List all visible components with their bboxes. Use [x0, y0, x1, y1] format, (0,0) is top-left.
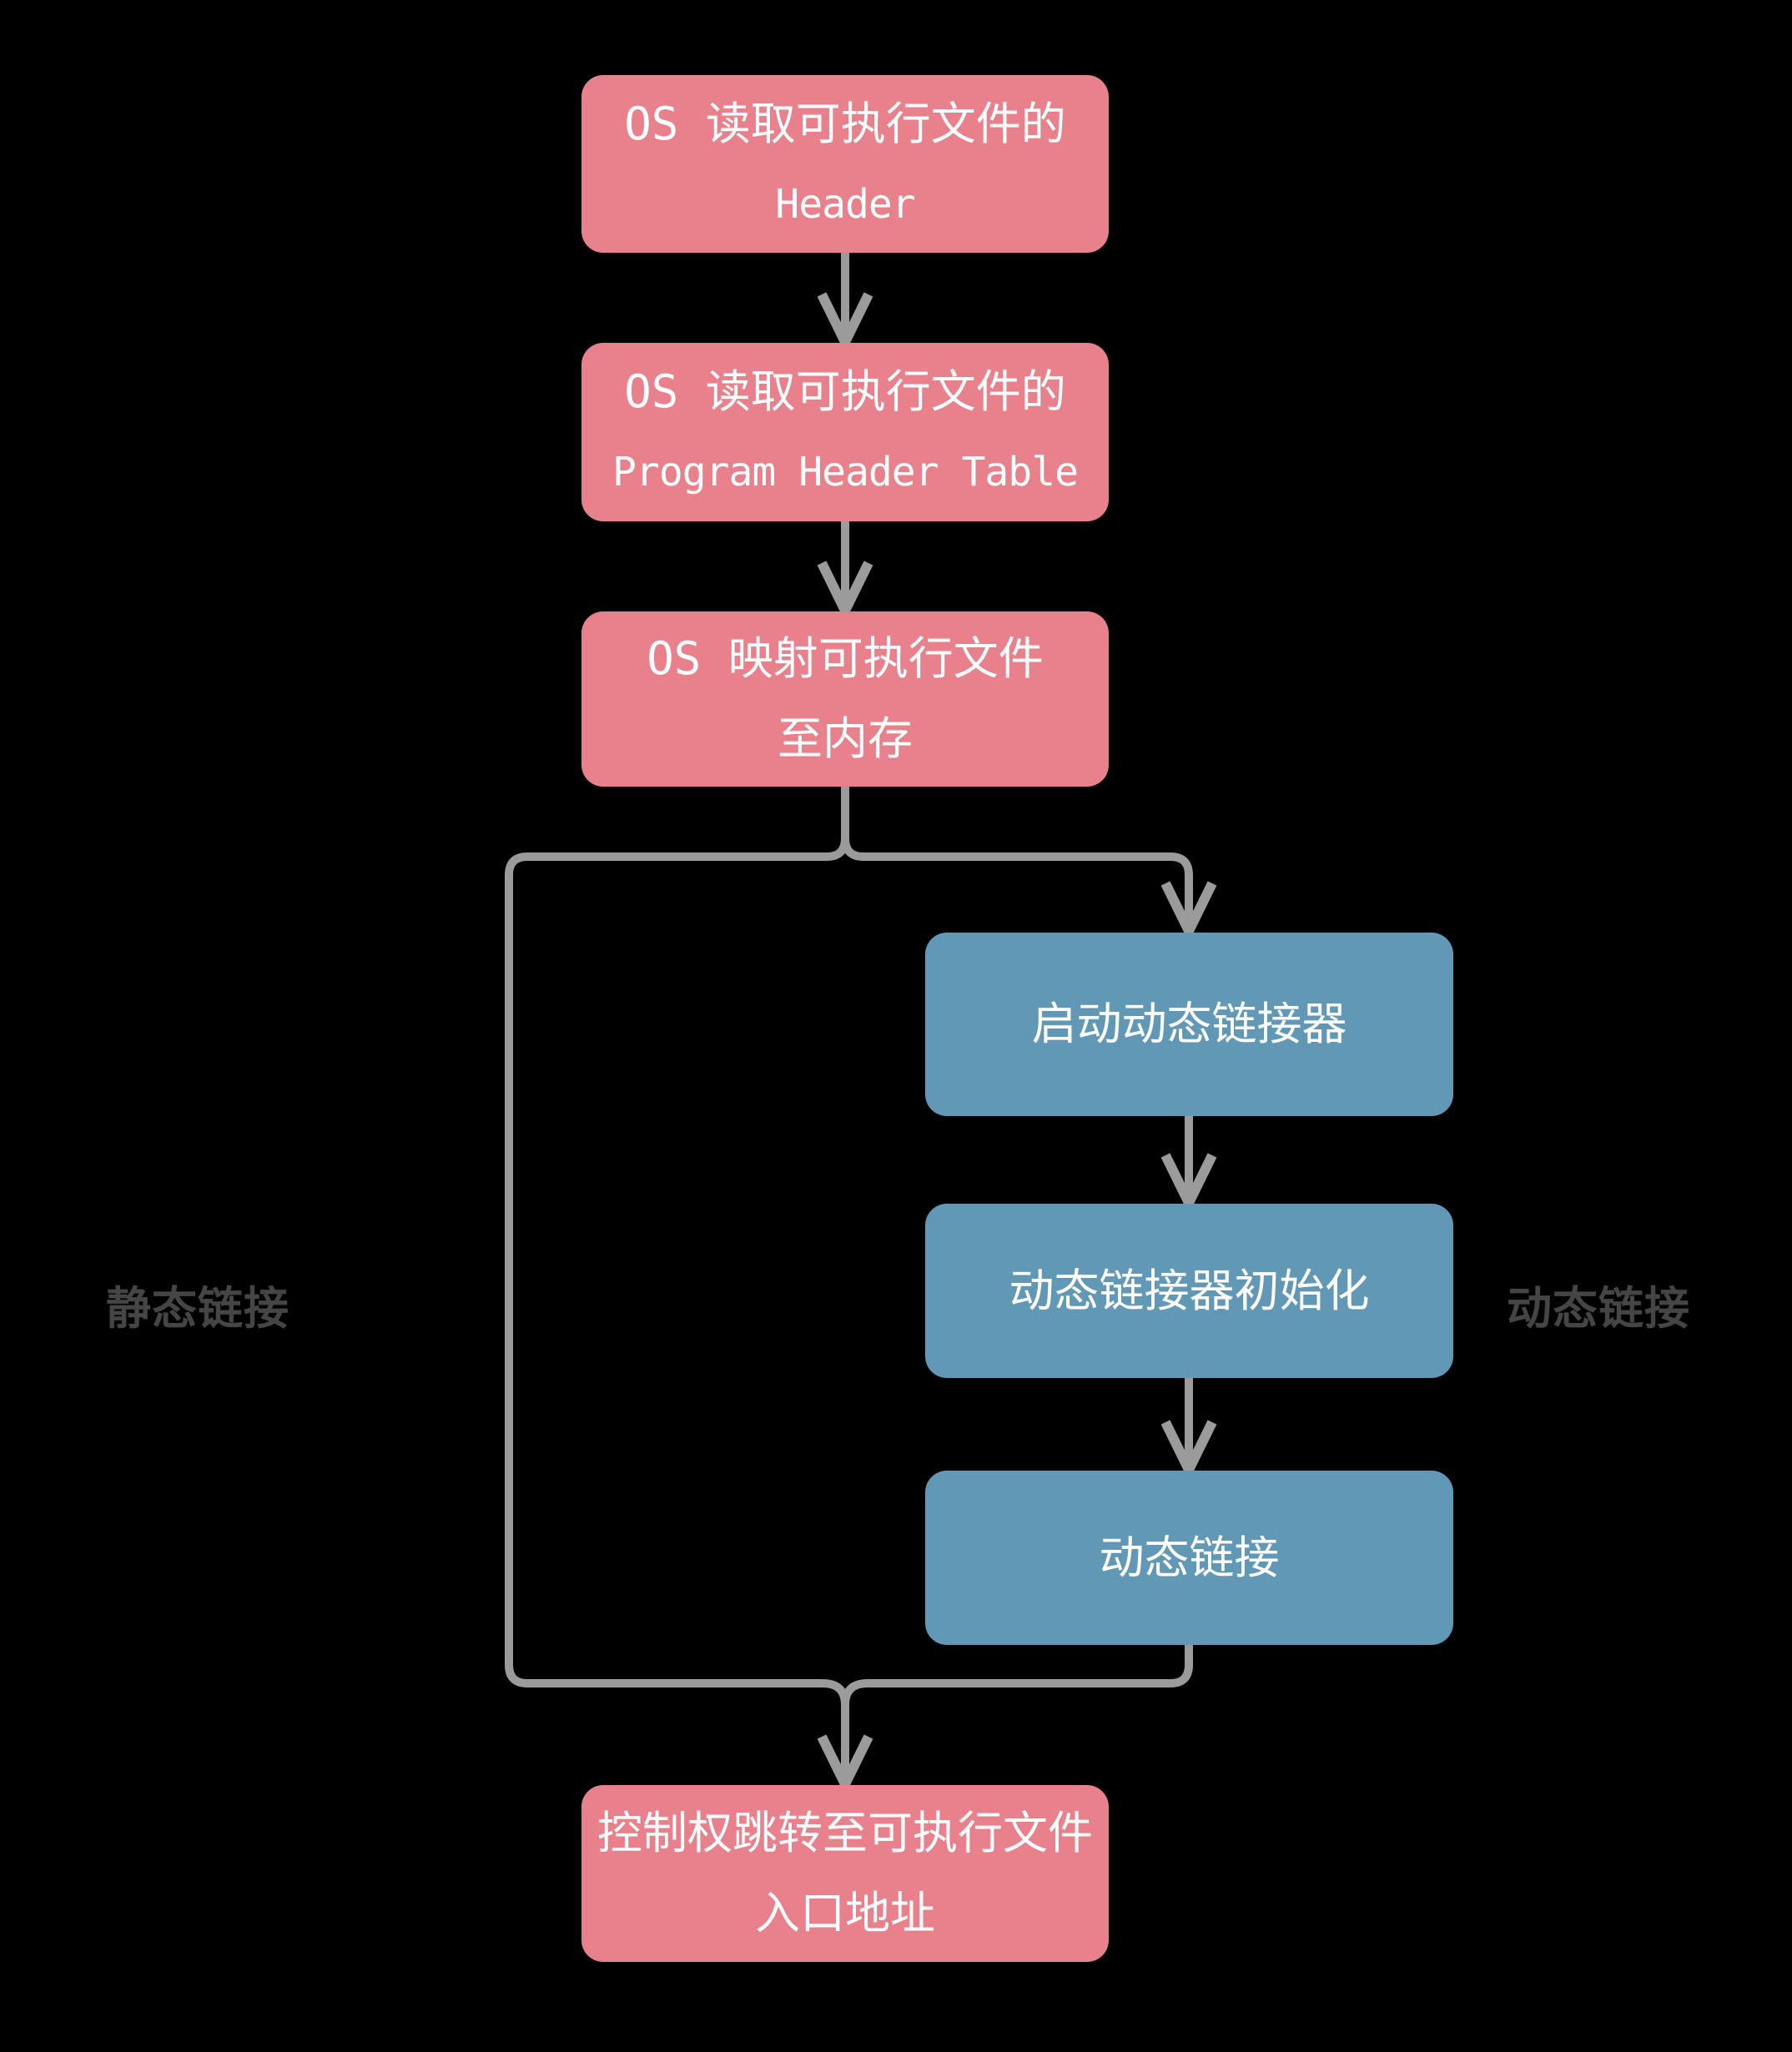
node-read-header-line2: Header	[775, 180, 915, 228]
node-read-pht-line2: Program Header Table	[612, 449, 1079, 495]
node-dynamic-linking: 动态链接	[925, 1471, 1453, 1645]
node-start-dynamic-linker-label: 启动动态链接器	[1031, 998, 1347, 1050]
dynamic-branch-merge	[841, 1645, 1193, 1785]
node-jump-to-entry: 控制权跳转至可执行文件 入口地址	[581, 1785, 1109, 1962]
node-read-pht-line1: OS 读取可执行文件的	[624, 365, 1066, 418]
arrowhead-into-start-linker	[1160, 881, 1217, 943]
label-static-link: 静态链接	[106, 1282, 289, 1335]
node-read-header: OS 读取可执行文件的 Header	[581, 75, 1109, 253]
node-dynamic-linking-label: 动态链接	[1099, 1531, 1280, 1584]
arrowhead-pht-to-map	[817, 561, 873, 622]
node-start-dynamic-linker: 启动动态链接器	[925, 933, 1453, 1116]
node-dynamic-linker-init: 动态链接器初始化	[925, 1204, 1453, 1378]
node-map-to-memory: OS 映射可执行文件 至内存	[581, 611, 1109, 787]
node-map-to-memory-line1: OS 映射可执行文件	[647, 632, 1044, 685]
node-jump-to-entry-line1: 控制权跳转至可执行文件	[597, 1807, 1093, 1859]
dynamic-link-branch	[841, 787, 1193, 931]
node-map-to-memory-line2: 至内存	[778, 712, 913, 765]
static-link-branch	[505, 787, 849, 1785]
label-dynamic-link: 动态链接	[1507, 1282, 1690, 1335]
arrowhead-read-header-to-pht	[817, 292, 873, 354]
node-jump-to-entry-line2: 入口地址	[755, 1887, 935, 1939]
node-dynamic-linker-init-label: 动态链接器初始化	[1009, 1264, 1370, 1317]
node-read-program-header-table: OS 读取可执行文件的 Program Header Table	[581, 343, 1109, 521]
arrowhead-start-to-init	[1160, 1153, 1217, 1215]
arrowhead-into-entry	[817, 1734, 873, 1796]
arrowhead-init-to-linking	[1160, 1420, 1217, 1481]
node-read-header-line1: OS 读取可执行文件的	[624, 97, 1066, 150]
